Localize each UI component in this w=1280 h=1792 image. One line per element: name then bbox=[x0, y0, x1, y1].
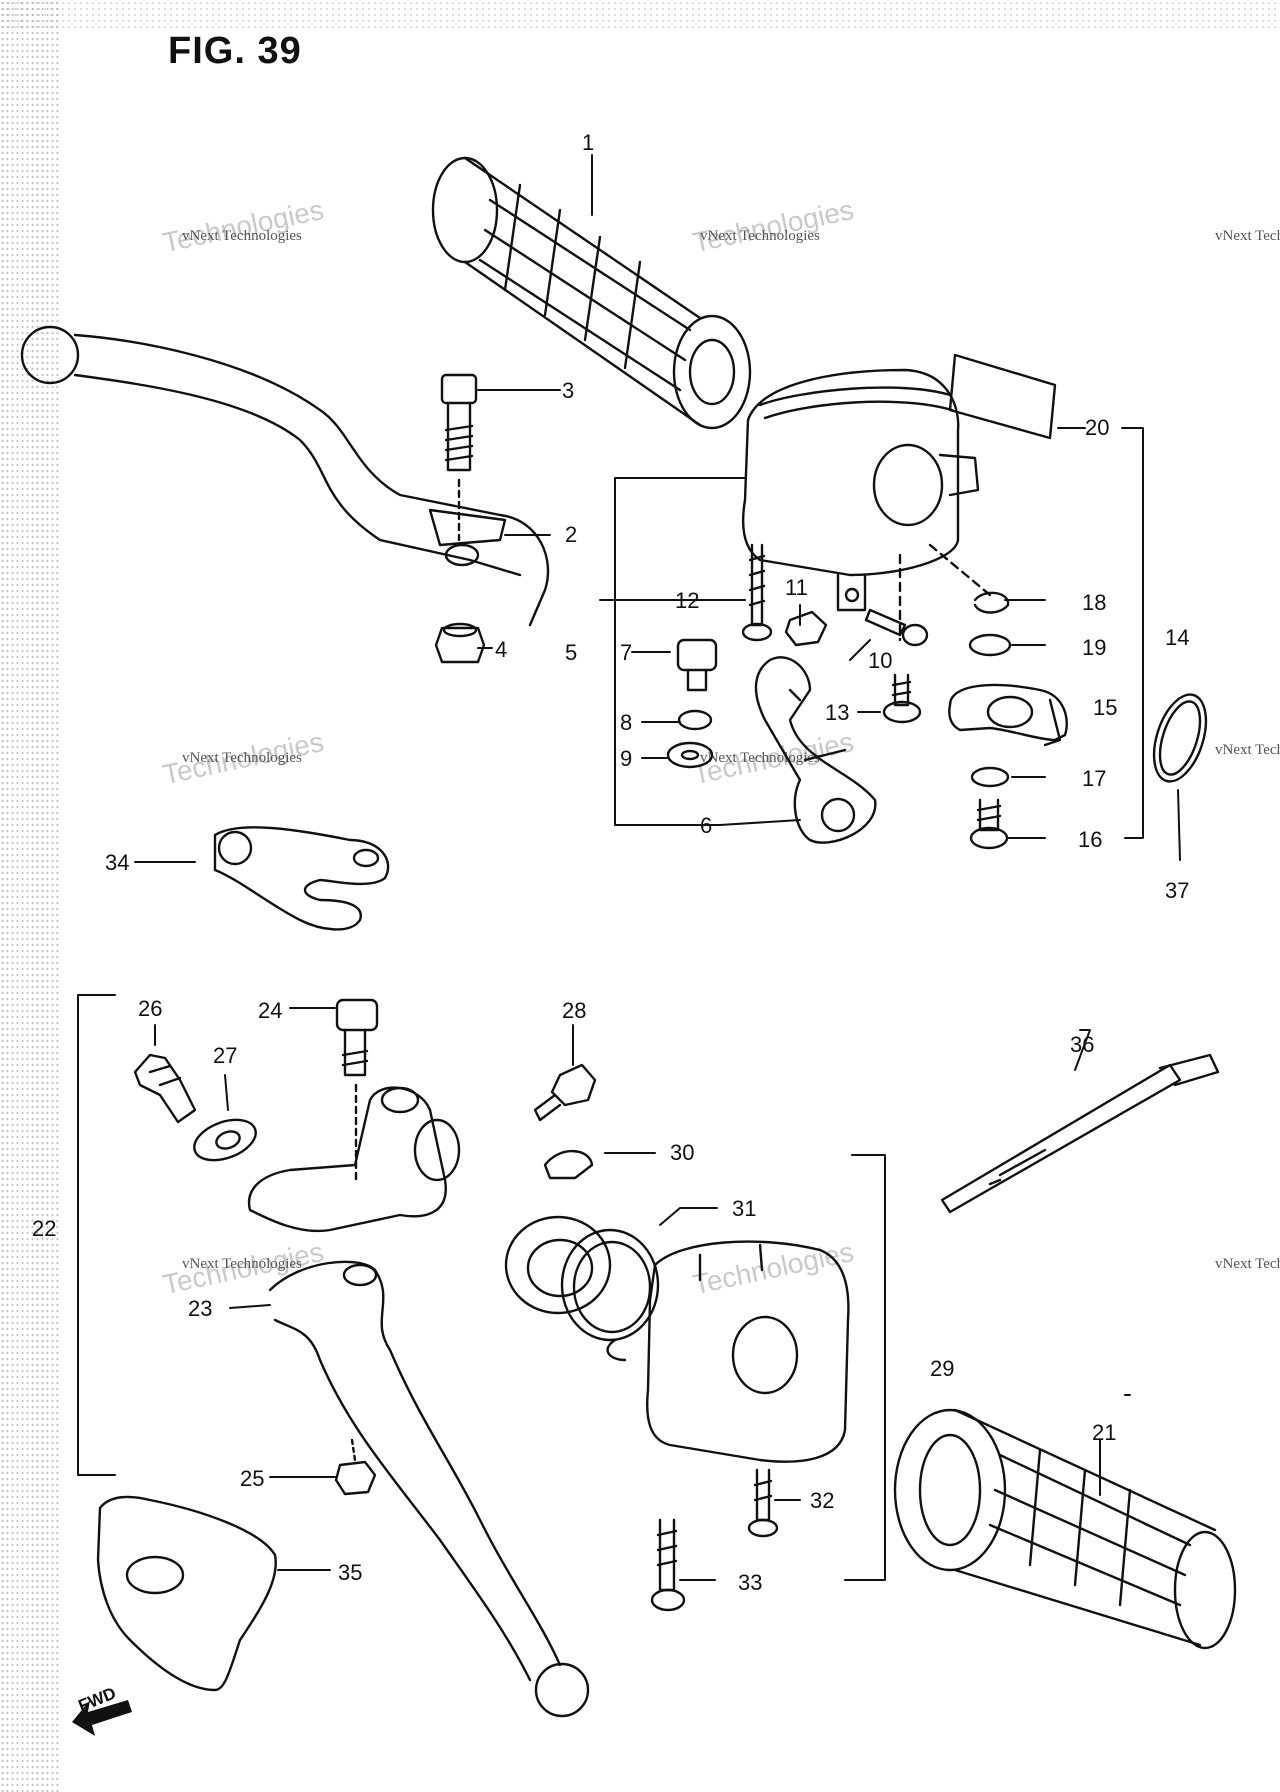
ring-31 bbox=[560, 1228, 660, 1342]
choke-lever bbox=[754, 656, 877, 844]
watermark-text: vNext Technologies bbox=[182, 228, 302, 244]
callout-21: 21 bbox=[1092, 1420, 1116, 1445]
adjuster-26 bbox=[133, 1053, 197, 1124]
screw-12 bbox=[741, 543, 773, 642]
callout-7: 7 bbox=[620, 640, 632, 665]
watermark-text: vNext Technologies bbox=[182, 1256, 302, 1272]
pivot-bolt-top bbox=[440, 373, 478, 542]
lever-bracket bbox=[247, 1086, 461, 1233]
callout-36: 36 bbox=[1070, 1032, 1094, 1057]
switch-clamp bbox=[948, 683, 1068, 747]
callout-17: 17 bbox=[1082, 766, 1106, 791]
cable-tie bbox=[940, 1053, 1220, 1214]
callout-37: 37 bbox=[1165, 878, 1189, 903]
callout-35: 35 bbox=[338, 1560, 362, 1585]
callout-labels: 1 2 3 4 5 6 7 8 9 10 11 12 13 14 15 16 1… bbox=[32, 130, 1189, 1595]
callout-15: 15 bbox=[1093, 695, 1117, 720]
callout-2: 2 bbox=[565, 522, 577, 547]
washer-19 bbox=[968, 633, 1012, 657]
switch-housing-bottom bbox=[606, 1240, 850, 1463]
callout-22: 22 bbox=[32, 1216, 56, 1241]
bracket-5 bbox=[614, 477, 746, 826]
watermark-text: vNext Technologies bbox=[1215, 742, 1280, 758]
figure-title: FIG. 39 bbox=[168, 30, 302, 72]
nut-top bbox=[434, 622, 486, 664]
screw-10 bbox=[864, 608, 929, 647]
lever-bottom bbox=[268, 1260, 590, 1718]
lever-cover bbox=[96, 1495, 277, 1692]
callout-20: 20 bbox=[1085, 415, 1109, 440]
callout-25: 25 bbox=[240, 1466, 264, 1491]
cable-bracket bbox=[213, 826, 390, 931]
watermark-text: vNext Technologies bbox=[182, 750, 302, 766]
callout-4: 4 bbox=[495, 637, 507, 662]
grip-left bbox=[893, 1408, 1237, 1650]
callout-24: 24 bbox=[258, 998, 282, 1023]
leader-lines bbox=[134, 154, 1181, 1581]
callout-13: 13 bbox=[825, 700, 849, 725]
bolt-28 bbox=[533, 1063, 597, 1122]
lever-top bbox=[20, 325, 550, 627]
callout-23: 23 bbox=[188, 1296, 212, 1321]
screw-33 bbox=[650, 1518, 686, 1612]
callout-9: 9 bbox=[620, 746, 632, 771]
callout-6: 6 bbox=[700, 813, 712, 838]
callout-1: 1 bbox=[582, 130, 594, 155]
bracket-14 bbox=[1121, 427, 1144, 839]
callout-12: 12 bbox=[675, 588, 699, 613]
screw-32 bbox=[747, 1468, 779, 1538]
watermark-text: vNext Technologies bbox=[1215, 1256, 1280, 1272]
locknut-27 bbox=[193, 1118, 257, 1162]
nut-25 bbox=[334, 1438, 377, 1496]
fwd-arrow-icon bbox=[72, 1700, 132, 1736]
callout-34: 34 bbox=[105, 850, 129, 875]
watermark-text: vNext Technologies bbox=[1215, 228, 1280, 244]
screw-16 bbox=[969, 798, 1009, 850]
callout-29: 29 bbox=[930, 1356, 954, 1381]
callout-19: 19 bbox=[1082, 635, 1106, 660]
callout-16: 16 bbox=[1078, 827, 1102, 852]
cable-guide-30 bbox=[504, 1149, 612, 1315]
o-ring-37 bbox=[1152, 693, 1208, 783]
callout-11: 11 bbox=[785, 575, 808, 600]
callout-14: 14 bbox=[1165, 625, 1189, 650]
watermark-text: vNext Technologies bbox=[700, 228, 820, 244]
callout-27: 27 bbox=[213, 1043, 237, 1068]
callout-28: 28 bbox=[562, 998, 586, 1023]
grip-right bbox=[431, 156, 752, 430]
screw-13 bbox=[882, 673, 922, 724]
callout-5: 5 bbox=[565, 640, 577, 665]
washer-18 bbox=[973, 591, 1010, 614]
washer-17 bbox=[970, 766, 1010, 788]
washer-9 bbox=[666, 741, 714, 769]
callout-26: 26 bbox=[138, 996, 162, 1021]
callout-18: 18 bbox=[1082, 590, 1106, 615]
callout-33: 33 bbox=[738, 1570, 762, 1595]
label-plate bbox=[948, 353, 1057, 440]
callout-32: 32 bbox=[810, 1488, 834, 1513]
scan-noise-top bbox=[0, 0, 1280, 28]
nut-11 bbox=[784, 610, 828, 647]
bracket-22 bbox=[77, 994, 116, 1476]
callout-31: 31 bbox=[732, 1196, 756, 1221]
washer-8 bbox=[677, 709, 713, 731]
bolt-7 bbox=[676, 638, 718, 692]
switch-housing-top bbox=[741, 368, 992, 642]
scan-noise-left bbox=[0, 0, 60, 1792]
bracket-29 bbox=[844, 1154, 886, 1581]
callout-30: 30 bbox=[670, 1140, 694, 1165]
callout-8: 8 bbox=[620, 710, 632, 735]
callout-3: 3 bbox=[562, 378, 574, 403]
callout-10: 10 bbox=[868, 648, 892, 673]
